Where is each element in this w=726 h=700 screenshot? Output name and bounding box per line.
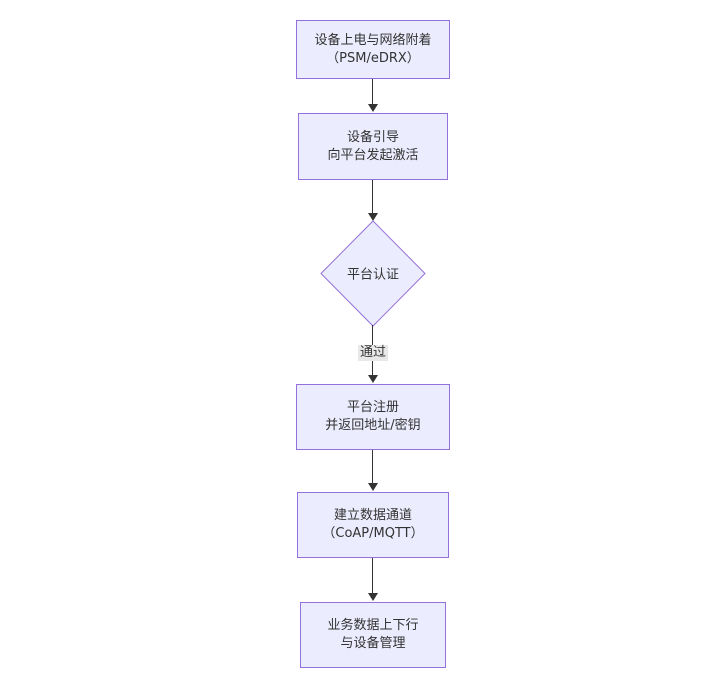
node-auth-label: 平台认证 — [346, 267, 400, 283]
node-bootstrap-line1: 设备引导 — [346, 129, 399, 145]
node-power-attach-line2: （PSM/eDRX） — [326, 50, 420, 66]
node-business-line2: 与设备管理 — [340, 636, 406, 651]
edge-label-pass: 通过 — [357, 345, 389, 361]
edge-bootstrap-to-auth — [372, 180, 373, 213]
arrowhead-icon — [368, 483, 378, 491]
node-register-line1: 平台注册 — [346, 400, 399, 415]
node-business: 业务数据上下行 与设备管理 — [300, 602, 446, 668]
node-auth-diamond-shape — [320, 220, 426, 327]
node-bootstrap-line2: 向平台发起激活 — [327, 147, 419, 163]
node-register: 平台注册 并返回地址/密钥 — [296, 384, 450, 450]
node-register-line2: 并返回地址/密钥 — [325, 418, 421, 433]
node-business-line1: 业务数据上下行 — [327, 618, 419, 633]
node-power-attach-line1: 设备上电与网络附着 — [314, 32, 432, 48]
arrowhead-icon — [368, 593, 378, 601]
arrowhead-icon — [368, 213, 378, 221]
edge-channel-to-business — [372, 558, 373, 593]
arrowhead-icon — [368, 104, 378, 112]
edge-register-to-channel — [372, 450, 373, 483]
arrowhead-icon — [368, 375, 378, 383]
node-channel-line1: 建立数据通道 — [333, 508, 412, 523]
node-channel-line2: （CoAP/MQTT） — [322, 526, 424, 541]
node-power-attach: 设备上电与网络附着 （PSM/eDRX） — [296, 20, 450, 79]
node-bootstrap: 设备引导 向平台发起激活 — [298, 113, 448, 180]
edge-power-to-bootstrap — [372, 79, 373, 104]
node-channel: 建立数据通道 （CoAP/MQTT） — [297, 492, 449, 558]
